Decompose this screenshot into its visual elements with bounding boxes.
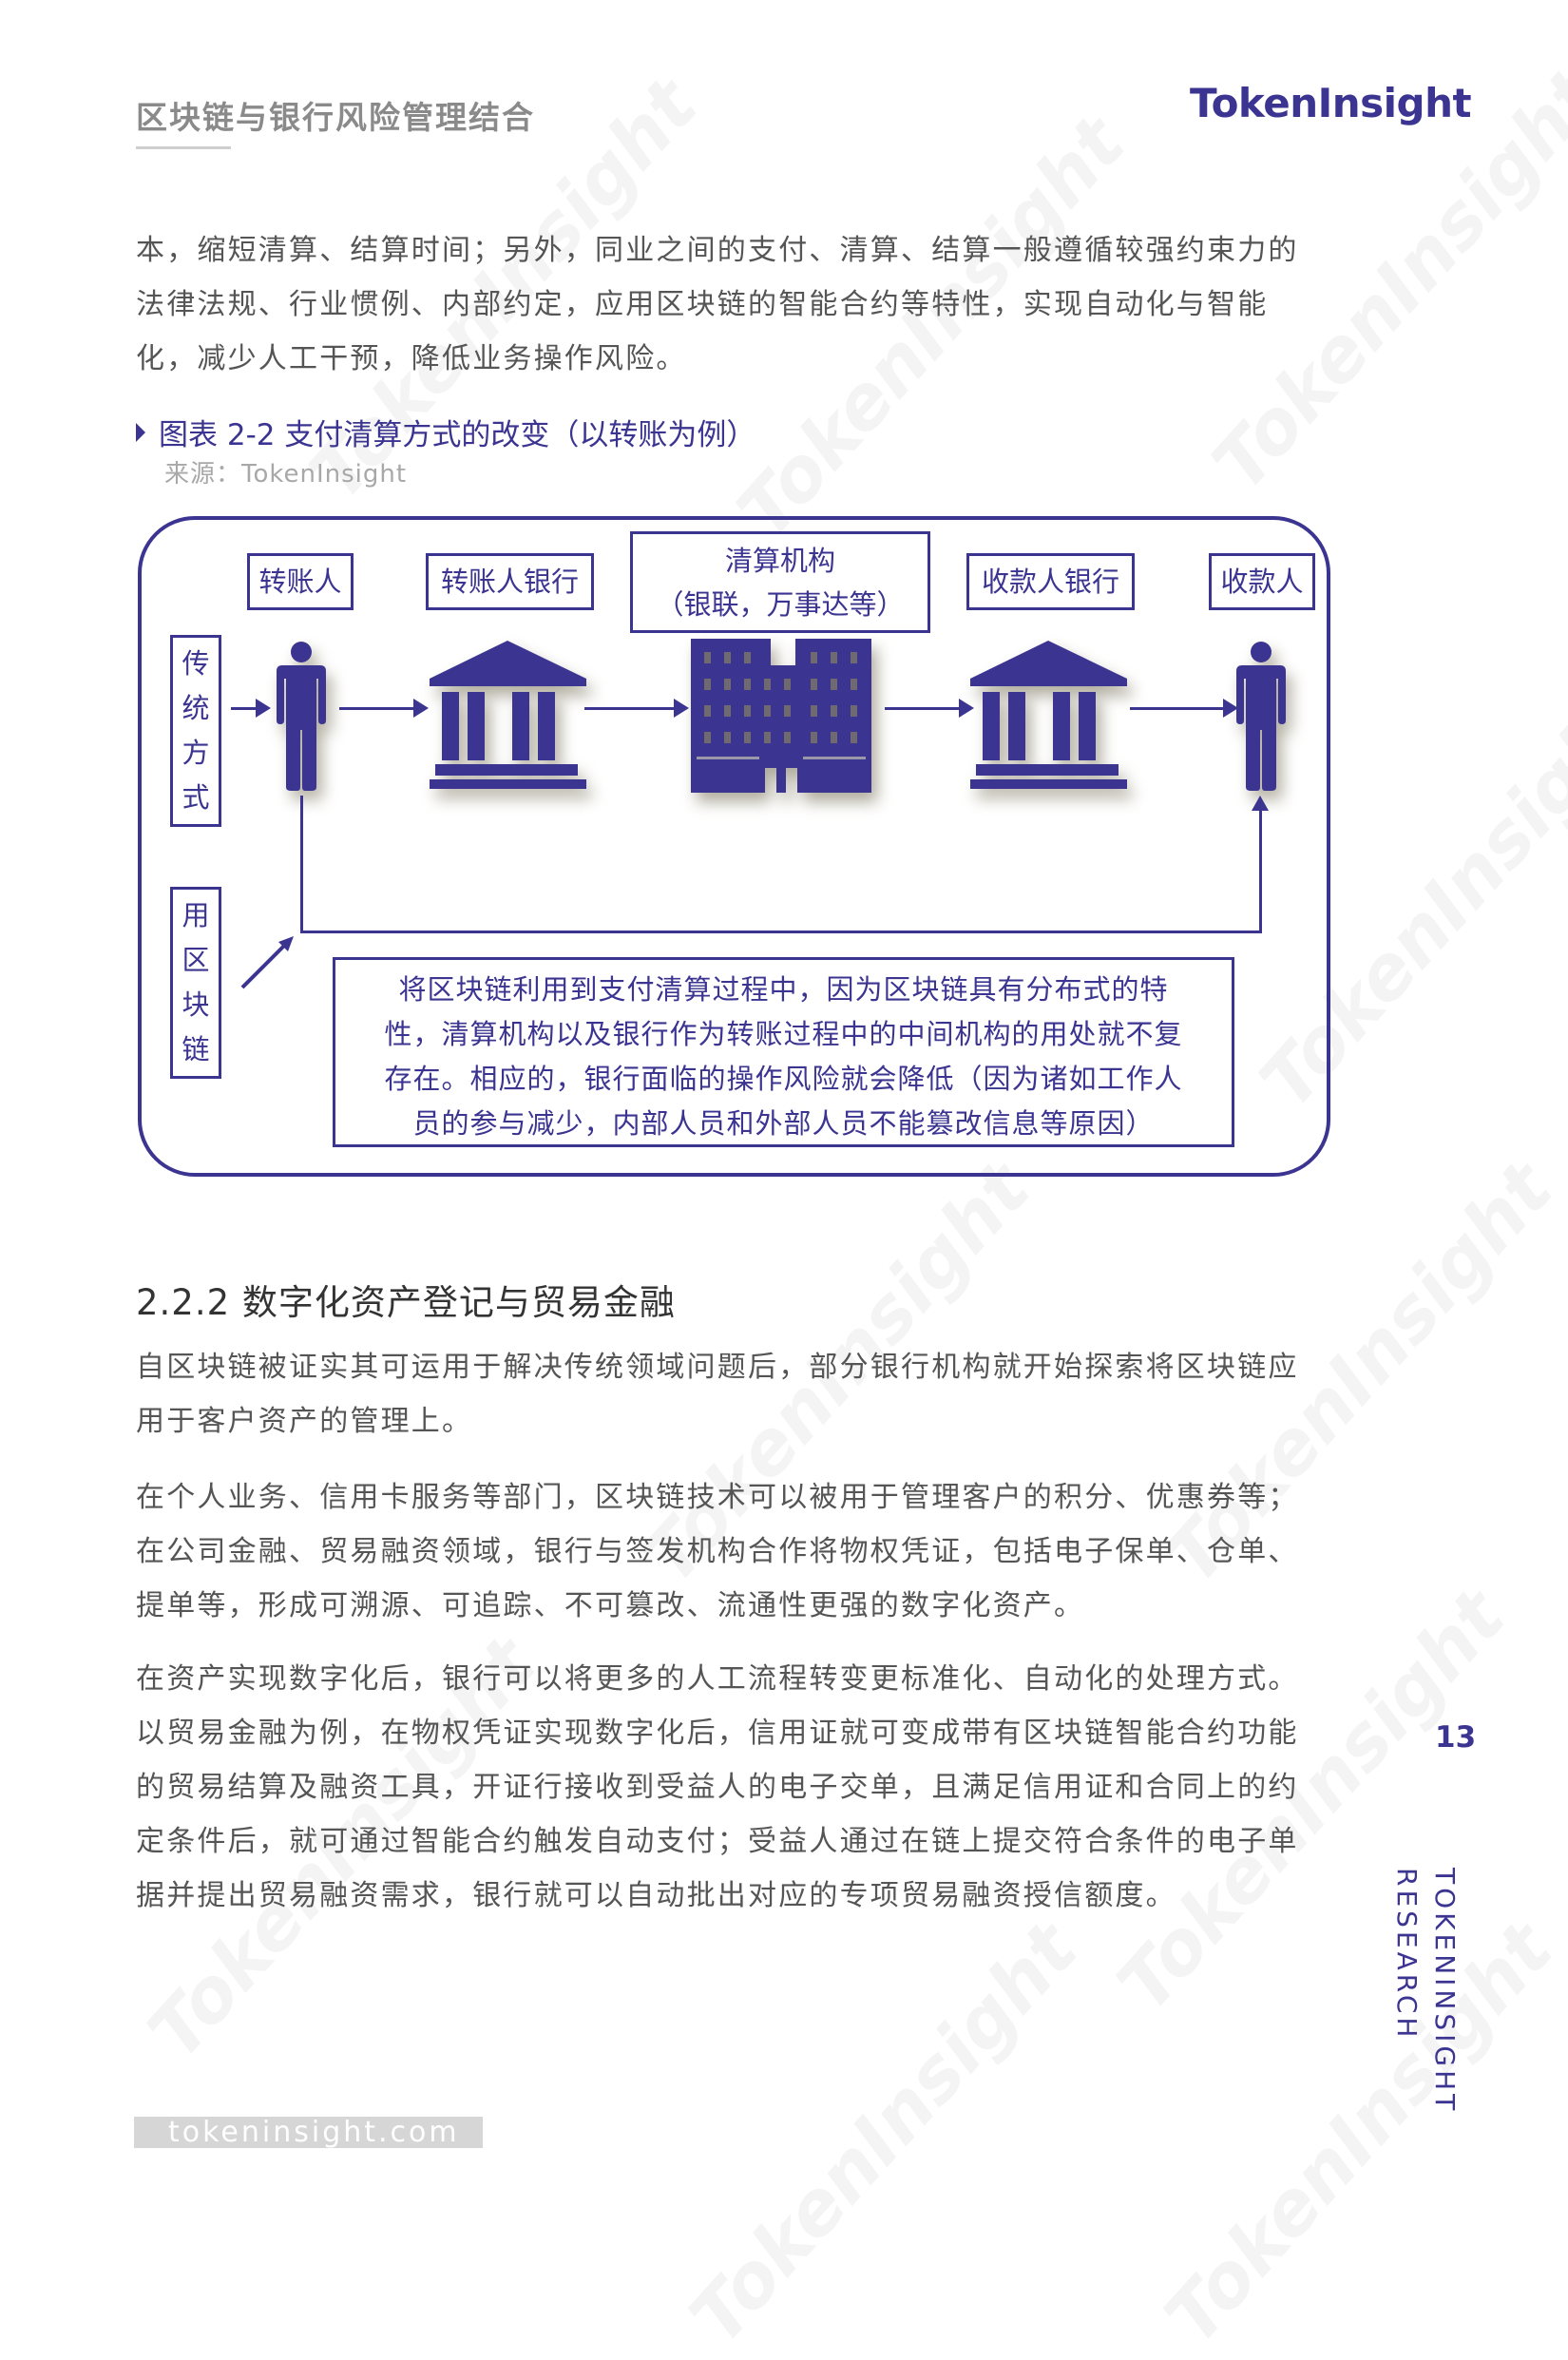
arrow-right-icon bbox=[413, 699, 429, 718]
section-heading: 2.2.2 数字化资产登记与贸易金融 bbox=[136, 1282, 676, 1323]
paragraph-line: 据并提出贸易融资需求，银行就可以自动批出对应的专项贸易融资授信额度。 bbox=[136, 1879, 1176, 1912]
section-paragraph: 在个人业务、信用卡服务等部门，区块链技术可以被用于管理客户的积分、优惠券等； 在… bbox=[136, 1470, 1333, 1633]
tokeninsight-logo: TokenInsight bbox=[1190, 80, 1472, 126]
paragraph-line: 以贸易金融为例，在物权凭证实现数字化后，信用证就可变成带有区块链智能合约功能 bbox=[136, 1717, 1299, 1750]
paragraph-line: 在个人业务、信用卡服务等部门，区块链技术可以被用于管理客户的积分、优惠券等； bbox=[136, 1481, 1299, 1514]
paragraph-line: 的贸易结算及融资工具，开证行接收到受益人的电子交单，且满足信用证和合同上的约 bbox=[136, 1771, 1299, 1804]
paragraph-line: 化，减少人工干预，降低业务操作风险。 bbox=[136, 342, 687, 375]
row-label-char: 块 bbox=[182, 988, 210, 1021]
paragraph-line: 提单等，形成可溯源、可追踪、不可篡改、流通性更强的数字化资产。 bbox=[136, 1589, 1085, 1622]
paragraph-line: 定条件后，就可通过智能合约触发自动支付；受益人通过在链上提交符合条件的电子单 bbox=[136, 1825, 1299, 1858]
note-line: 性，清算机构以及银行作为转账过程中的中间机构的用处就不复 bbox=[384, 1018, 1183, 1050]
blockchain-note: 将区块链利用到支付清算过程中，因为区块链具有分布式的特 性，清算机构以及银行作为… bbox=[333, 957, 1234, 1147]
figure-title-text: 图表 2-2 支付清算方式的改变（以转账为例） bbox=[159, 418, 756, 452]
flow-arrow-line bbox=[231, 707, 258, 710]
flow-arrow-line bbox=[584, 707, 676, 710]
section-paragraph: 在资产实现数字化后，银行可以将更多的人工流程转变更标准化、自动化的处理方式。 以… bbox=[136, 1652, 1333, 1923]
direct-path-line bbox=[300, 796, 303, 933]
node-label-text: 清算机构 bbox=[724, 544, 835, 577]
note-line: 将区块链利用到支付清算过程中，因为区块链具有分布式的特 bbox=[398, 973, 1169, 1006]
watermark-text: TokenInsight bbox=[674, 1908, 1094, 2360]
flow-arrow-line bbox=[339, 707, 415, 710]
office-building-icon bbox=[691, 639, 871, 793]
row-label-char: 统 bbox=[182, 692, 210, 724]
header-title: 区块链与银行风险管理结合 bbox=[136, 99, 535, 136]
direct-path-line bbox=[300, 931, 1262, 933]
brand-line: TOKENINSIGHT bbox=[1429, 1868, 1461, 2115]
node-label-payee-bank: 收款人银行 bbox=[966, 553, 1135, 610]
page-number: 13 bbox=[1435, 1720, 1477, 1755]
arrow-right-icon bbox=[1223, 699, 1238, 718]
intro-paragraph: 本，缩短清算、结算时间；另外，同业之间的支付、清算、结算一般遵循较强约束力的 法… bbox=[136, 223, 1333, 386]
arrow-right-icon bbox=[674, 699, 689, 718]
paragraph-line: 自区块链被证实其可运用于解决传统领域问题后，部分银行机构就开始探索将区块链应 bbox=[136, 1351, 1299, 1384]
node-label-text: （银联，万事达等） bbox=[656, 587, 905, 621]
node-label-payer-bank: 转账人银行 bbox=[426, 553, 594, 610]
row-label-char: 区 bbox=[182, 944, 210, 976]
arrow-right-icon bbox=[959, 699, 974, 718]
row-label-char: 用 bbox=[182, 899, 210, 931]
payment-clearing-diagram: 转账人 转账人银行 清算机构 （银联，万事达等） 收款人银行 收款人 传 统 方… bbox=[138, 516, 1330, 1177]
vertical-brand: TOKENINSIGHT RESEARCH bbox=[1391, 1868, 1463, 2124]
paragraph-line: 用于客户资产的管理上。 bbox=[136, 1405, 473, 1438]
node-label-text: 收款人银行 bbox=[981, 566, 1119, 598]
direct-path-line bbox=[1259, 810, 1262, 933]
person-icon bbox=[277, 642, 326, 791]
figure-source: 来源：TokenInsight bbox=[164, 460, 408, 489]
paragraph-line: 在资产实现数字化后，银行可以将更多的人工流程转变更标准化、自动化的处理方式。 bbox=[136, 1662, 1299, 1696]
arrow-right-icon bbox=[256, 699, 271, 718]
flow-arrow-line bbox=[885, 707, 961, 710]
bank-icon bbox=[970, 641, 1127, 789]
watermark-text: TokenInsight bbox=[1149, 1908, 1568, 2360]
bank-icon bbox=[430, 641, 586, 789]
brand-line: RESEARCH bbox=[1391, 1868, 1423, 2042]
section-paragraph: 自区块链被证实其可运用于解决传统领域问题后，部分银行机构就开始探索将区块链应 用… bbox=[136, 1340, 1333, 1449]
note-line: 存在。相应的，银行面临的操作风险就会降低（因为诸如工作人 bbox=[384, 1063, 1183, 1095]
row-label-char: 式 bbox=[182, 781, 210, 814]
figure-title: 图表 2-2 支付清算方式的改变（以转账为例） bbox=[136, 411, 755, 453]
header-underline bbox=[136, 146, 231, 149]
paragraph-line: 本，缩短清算、结算时间；另外，同业之间的支付、清算、结算一般遵循较强约束力的 bbox=[136, 234, 1299, 267]
row-label-traditional: 传 统 方 式 bbox=[170, 635, 221, 827]
arrow-diagonal-icon bbox=[240, 936, 294, 989]
note-line: 员的参与减少，内部人员和外部人员不能篡改信息等原因） bbox=[412, 1107, 1155, 1140]
paragraph-line: 法律法规、行业惯例、内部约定，应用区块链的智能合约等特性，实现自动化与智能 bbox=[136, 288, 1269, 321]
caret-right-icon bbox=[136, 422, 145, 442]
row-label-char: 传 bbox=[182, 647, 210, 680]
row-label-char: 方 bbox=[182, 737, 210, 769]
node-label-text: 转账人银行 bbox=[440, 566, 579, 598]
node-label-clearing-house: 清算机构 （银联，万事达等） bbox=[630, 531, 930, 633]
person-icon bbox=[1236, 642, 1286, 791]
flow-arrow-line bbox=[1130, 707, 1225, 710]
node-label-payer: 转账人 bbox=[247, 553, 354, 610]
arrow-up-icon bbox=[1252, 796, 1269, 811]
row-label-blockchain: 用 区 块 链 bbox=[170, 887, 221, 1079]
node-label-payee: 收款人 bbox=[1209, 553, 1315, 610]
paragraph-line: 在公司金融、贸易融资领域，银行与签发机构合作将物权凭证，包括电子保单、仓单、 bbox=[136, 1535, 1299, 1568]
row-label-char: 链 bbox=[182, 1033, 210, 1065]
footer-url-link[interactable]: tokeninsight.com bbox=[134, 2117, 483, 2148]
node-label-text: 转账人 bbox=[258, 566, 342, 598]
node-label-text: 收款人 bbox=[1220, 566, 1304, 598]
